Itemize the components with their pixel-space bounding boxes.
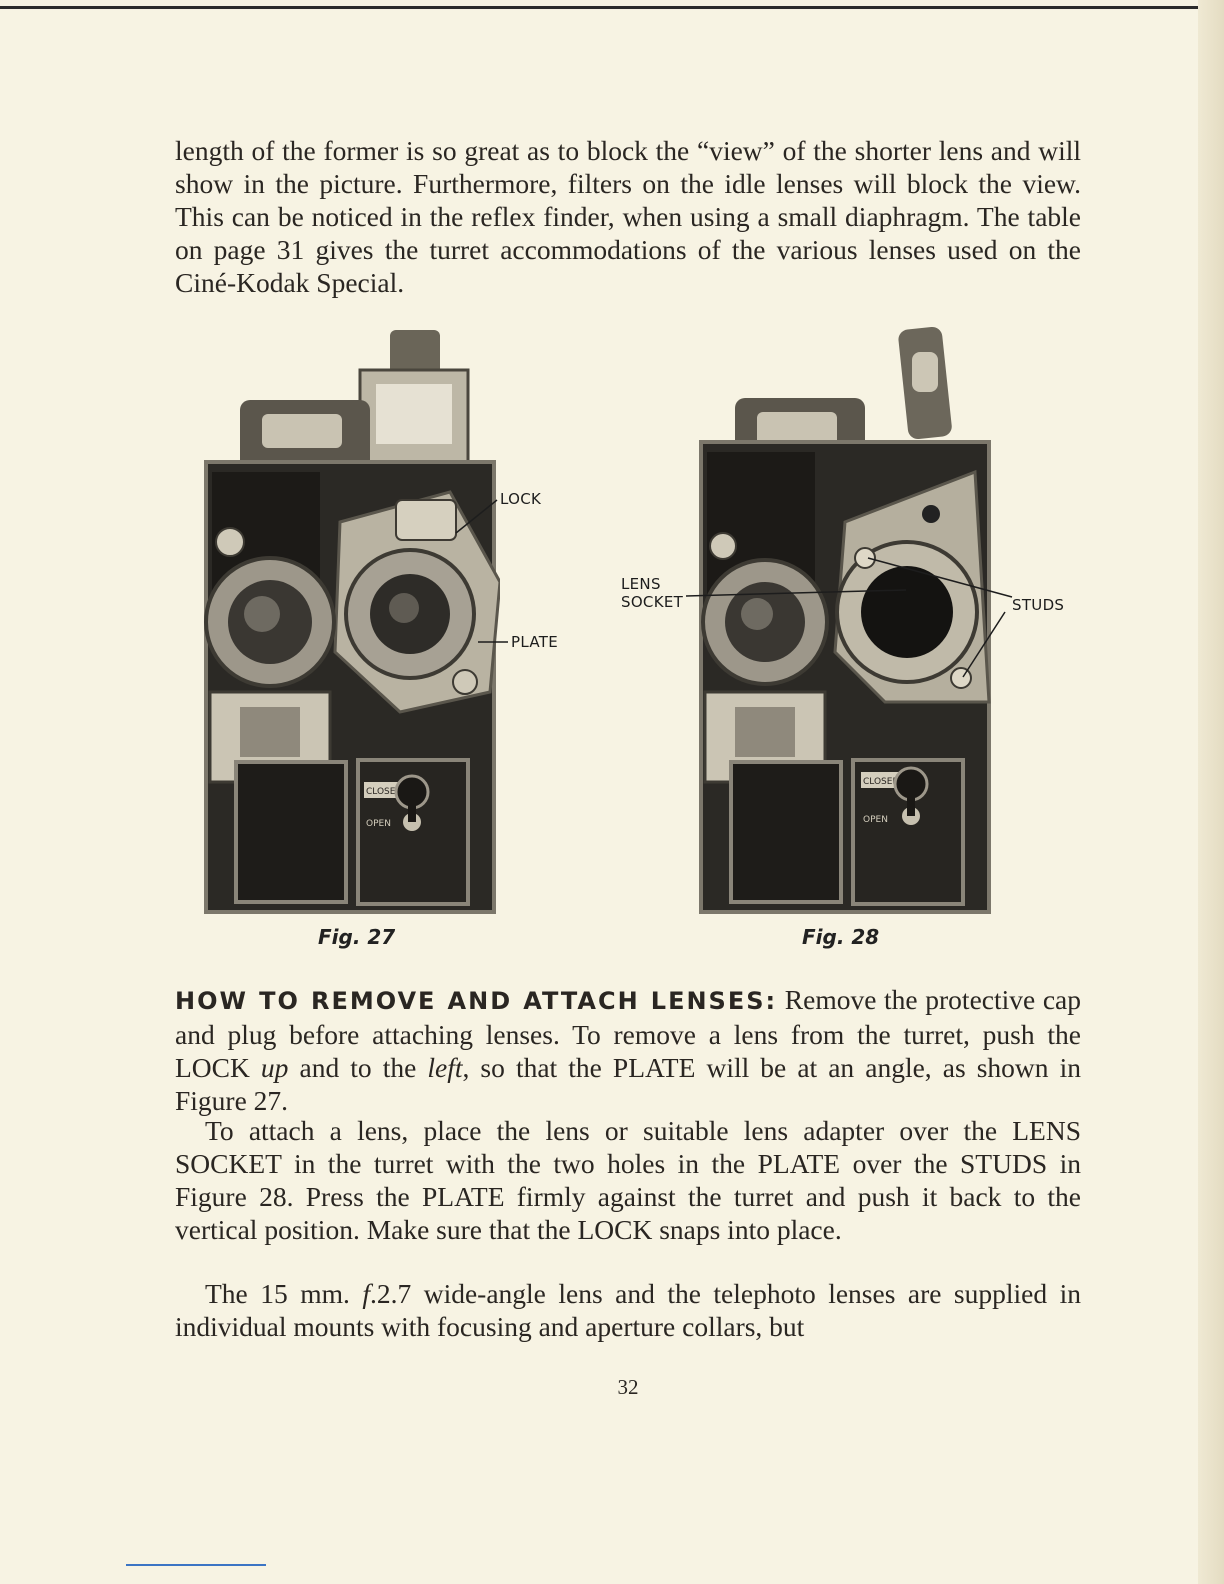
intro-paragraph: length of the former is so great as to b…: [175, 135, 1081, 298]
emphasis-left: left: [427, 1052, 463, 1083]
open-label: OPEN: [366, 819, 391, 829]
callout-plate: PLATE: [511, 633, 558, 651]
callout-lens-line1: LENS: [621, 575, 661, 593]
closed-label: CLOSED: [863, 777, 899, 787]
bottom-mark: [126, 1564, 266, 1566]
howto-paragraph: HOW TO REMOVE AND ATTACH LENSES: Remove …: [175, 983, 1081, 1117]
emphasis-up: up: [260, 1052, 289, 1083]
figure-27-caption: Fig. 27: [318, 925, 396, 949]
callout-lens-socket: LENS SOCKET: [621, 575, 683, 611]
open-label: OPEN: [863, 815, 888, 825]
wide-angle-paragraph: The 15 mm. f.2.7 wide-angle lens and the…: [175, 1277, 1081, 1343]
attach-paragraph: To attach a lens, place the lens or suit…: [175, 1115, 1081, 1245]
howto-text-b: and to the: [288, 1052, 428, 1083]
figure-28-camera-photo: CLOSED OPEN: [695, 322, 995, 916]
howto-text-c: , so that the PLATE will be at an angle,…: [175, 1052, 1081, 1116]
section-heading: HOW TO REMOVE AND ATTACH LENSES:: [175, 987, 778, 1015]
wide-text-b: .2.7 wide-angle lens and the telephoto l…: [175, 1278, 1081, 1342]
wide-text-a: The 15 mm.: [205, 1278, 363, 1309]
top-rule: [0, 6, 1198, 9]
callout-lock: LOCK: [500, 490, 542, 508]
f-number-italic: f: [362, 1278, 370, 1309]
closed-label: CLOSED: [366, 787, 402, 797]
howto-text-a: Remove the protective cap and plug befor…: [175, 984, 1082, 1083]
page-number: 32: [617, 1375, 639, 1399]
callout-studs: STUDS: [1012, 596, 1065, 614]
callout-lens-line2: SOCKET: [621, 593, 684, 611]
figure-27-camera-photo: CLOSED OPEN: [200, 322, 500, 916]
figure-28-caption: Fig. 28: [802, 925, 880, 949]
page-edge: [1198, 0, 1224, 1584]
